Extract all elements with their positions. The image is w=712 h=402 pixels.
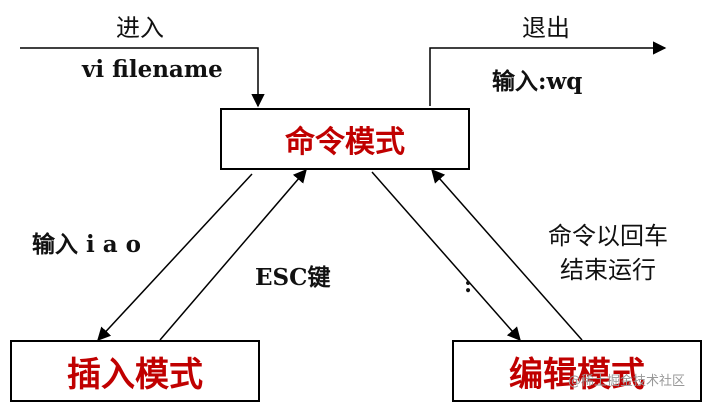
edit-mode-box: 编辑模式: [452, 340, 702, 402]
edit-mode-label: 编辑模式: [509, 354, 645, 395]
insert-mode-label: 插入模式: [67, 354, 203, 395]
end-run-label-line1: 命令以回车: [548, 222, 668, 250]
edit-to-command-arrow: [431, 168, 583, 341]
exit-label: 退出: [522, 14, 570, 42]
watermark: @稀土掘金技术社区: [568, 374, 686, 389]
enter-command-label: vi filename: [82, 56, 223, 83]
esc-key-label: ESC键: [255, 264, 331, 291]
input-keys-label: 输入 i a o: [32, 231, 142, 258]
command-mode-box: 命令模式: [220, 108, 470, 170]
exit-command-label: 输入:wq: [492, 68, 583, 95]
enter-arrow: [20, 47, 265, 108]
command-to-insert-arrow: [97, 173, 253, 341]
end-run-label-line2: 结束运行: [560, 256, 656, 284]
insert-to-command-arrow: [159, 168, 307, 341]
command-to-edit-arrow: [371, 171, 521, 342]
enter-label: 进入: [116, 14, 164, 42]
insert-mode-box: 插入模式: [10, 340, 260, 402]
command-mode-label: 命令模式: [285, 125, 405, 160]
exit-arrow: [429, 41, 667, 106]
colon-label: :: [464, 272, 473, 298]
